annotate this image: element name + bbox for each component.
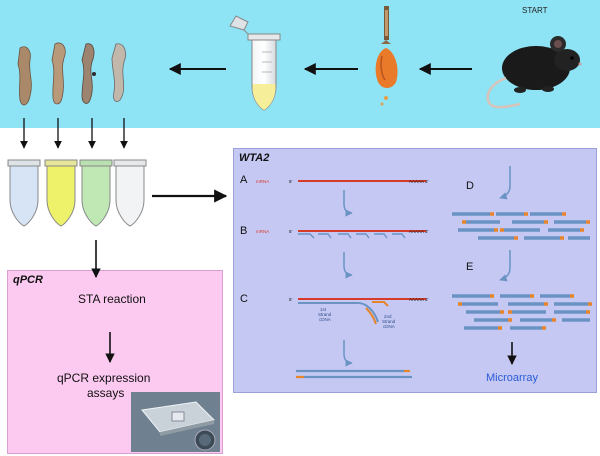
wta-letter-a: A (240, 174, 248, 186)
svg-text:Strand: Strand (318, 312, 332, 317)
fiber-icon (17, 42, 126, 106)
primers-b (298, 233, 406, 239)
svg-text:Strand: Strand (382, 319, 396, 324)
poly-a-a: AAAAA 3' (409, 179, 429, 184)
first-strand-label: 1st Strand cDNA (318, 307, 332, 322)
svg-text:2nd: 2nd (384, 314, 392, 319)
wta-letter-e: E (466, 261, 474, 273)
second-strand-label: 2nd Strand cDNA (382, 314, 396, 329)
tube-row (7, 159, 147, 227)
wta-letter-d: D (466, 180, 474, 192)
wta-letter-c: C (240, 293, 248, 305)
mrna-label-b: mRNA (256, 229, 269, 234)
wta-panel (233, 148, 597, 393)
microarray-label: Microarray (486, 372, 538, 384)
tube-icon (229, 15, 281, 111)
qpcr-title: qPCR (13, 274, 43, 286)
five-prime-b: 5' (289, 229, 293, 234)
poly-a-c: AAAAA 3' (409, 297, 429, 302)
eye-tissue-icon (375, 48, 398, 106)
svg-text:cDNA: cDNA (383, 324, 395, 329)
wta-letter-b: B (240, 225, 248, 237)
tube-icon (44, 159, 78, 227)
qpcr-step-sta: STA reaction (78, 292, 146, 306)
five-prime-c: 5' (289, 297, 293, 302)
mouse-icon (486, 36, 582, 109)
chip-icon (131, 392, 220, 452)
pipette-icon (381, 6, 391, 44)
wta-title: WTA2 (239, 152, 270, 164)
start-label: START (522, 6, 548, 15)
tube-icon (79, 159, 113, 227)
qpcr-step-expression-line2: assays (87, 386, 125, 400)
tube-icon (113, 159, 147, 227)
fragments-e (452, 294, 592, 330)
fragments-d (452, 212, 590, 240)
qpcr-step-expression-line1: qPCR expression (57, 371, 151, 385)
tube-icon (7, 159, 41, 227)
double-strand-cdna (296, 369, 412, 379)
svg-text:cDNA: cDNA (319, 317, 331, 322)
five-prime-a: 5' (289, 179, 293, 184)
svg-text:1st: 1st (320, 307, 327, 312)
poly-a-b: AAAAA 3' (409, 229, 429, 234)
mrna-label-a: mRNA (256, 179, 269, 184)
